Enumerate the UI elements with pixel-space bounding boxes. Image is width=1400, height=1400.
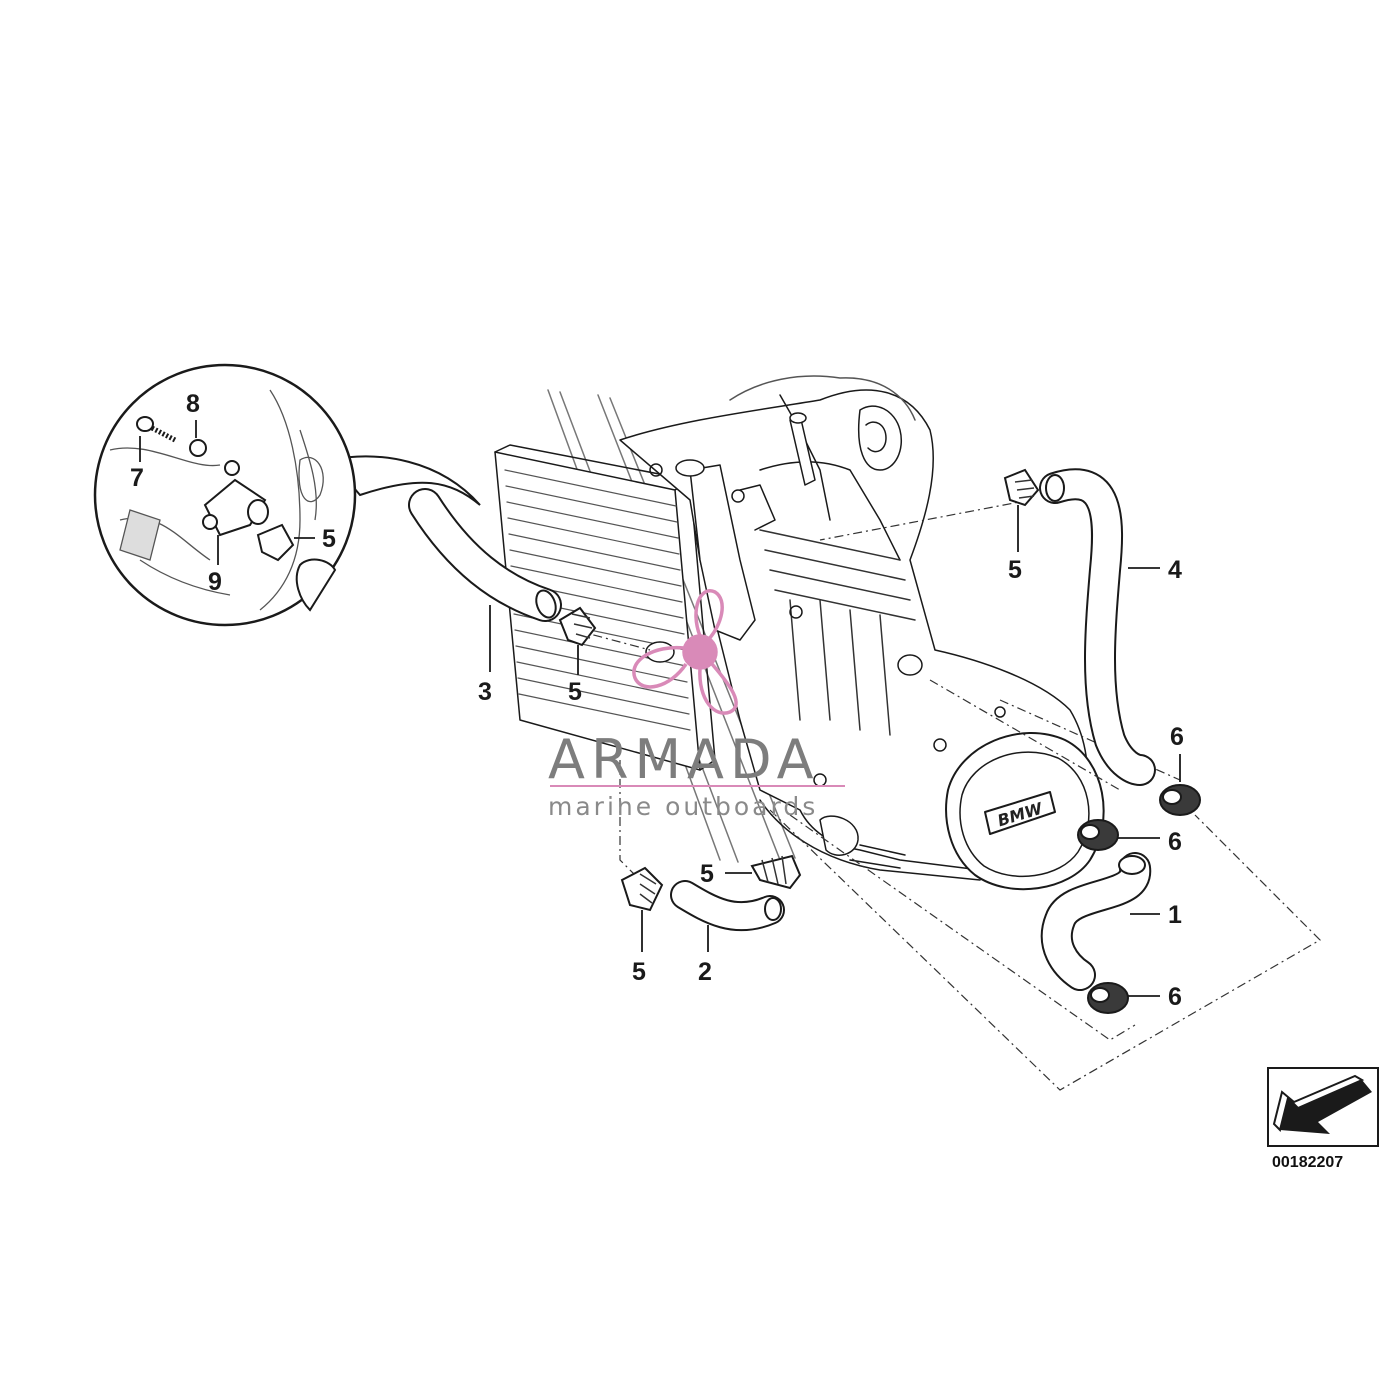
hose-clamp-left	[558, 606, 597, 647]
callout-5-top: 5	[1008, 556, 1022, 584]
grommet-middle	[1077, 819, 1119, 851]
callout-1: 1	[1168, 901, 1182, 929]
callout-6-middle: 6	[1168, 828, 1182, 856]
callout-3: 3	[478, 678, 492, 706]
callout-2: 2	[698, 958, 712, 986]
callout-8: 8	[186, 390, 200, 418]
part-3-hose	[408, 488, 562, 622]
callout-6-top: 6	[1170, 723, 1184, 751]
callout-5-bottom: 5	[632, 958, 646, 986]
engine-illustration: BMW	[494, 375, 1105, 891]
hose-clamp-bottom	[620, 866, 664, 912]
detail-inset	[93, 363, 481, 627]
callout-6-bottom: 6	[1168, 983, 1182, 1011]
callout-4: 4	[1168, 556, 1182, 584]
hose-clamp-middle	[750, 854, 802, 890]
callout-5-left: 5	[568, 678, 582, 706]
callout-labels: 7 8 9 5 3 5 5 4 6 6 1 6 5 5 2	[130, 390, 1184, 1011]
part-4-hose	[1039, 468, 1156, 786]
callout-9: 9	[208, 568, 222, 596]
document-number: 00182207	[1272, 1154, 1343, 1171]
part-1-hose	[1040, 852, 1152, 991]
watermark: ARMADA marine outboards	[548, 589, 845, 821]
watermark-title: ARMADA	[548, 728, 820, 791]
grommet-top	[1159, 784, 1201, 816]
leader-lines	[139, 420, 1181, 997]
part-2-hose	[670, 880, 785, 932]
callout-7: 7	[130, 464, 144, 492]
hose-clamp-top	[1003, 468, 1040, 507]
arrow-orientation-icon	[1267, 1067, 1379, 1147]
grommet-bottom	[1087, 982, 1129, 1014]
propeller-icon	[632, 589, 738, 715]
callout-5-detail: 5	[322, 525, 336, 553]
watermark-subtitle: marine outboards	[548, 792, 818, 821]
callout-5-middle: 5	[700, 860, 714, 888]
